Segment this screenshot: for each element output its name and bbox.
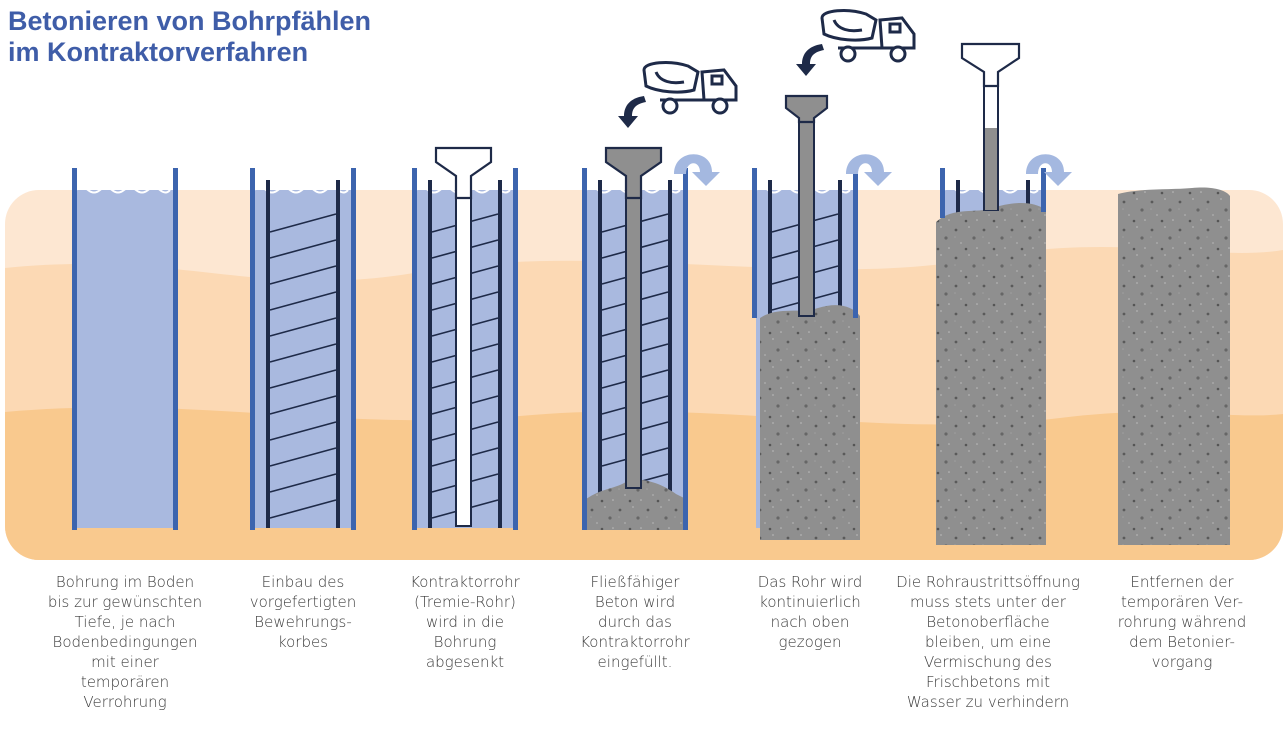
caption-line: rohrung während (1117, 613, 1247, 631)
caption-line: Beton wird (594, 593, 676, 611)
caption-line: Wasser zu verhindern (906, 693, 1070, 711)
curved-down-arrow-icon (618, 96, 646, 128)
upward-return-arrow-icon (846, 154, 892, 186)
step-caption-7: Entfernen der temporären Ver- rohrung wä… (1102, 572, 1262, 672)
caption-line: Bohrung (433, 633, 497, 651)
step-caption-6: Die Rohraustrittsöffnung muss stets unte… (888, 572, 1088, 712)
caption-line: gezogen (778, 633, 842, 651)
rebar-cage (269, 213, 337, 519)
concrete-fill (760, 305, 860, 540)
tremie-pipe-filled (604, 146, 663, 489)
finished-pile (1118, 187, 1230, 545)
tremie-pipe (960, 42, 1021, 211)
page-title: Betonieren von Bohrpfählen im Kontraktor… (8, 6, 371, 68)
caption-line: vorgefertigten (249, 593, 357, 611)
caption-line: Betonoberfläche (926, 613, 1050, 631)
caption-line: dem Betonier- (1129, 633, 1235, 651)
caption-line: Die Rohraustrittsöffnung (896, 573, 1080, 591)
bore-hole-step-1 (72, 168, 178, 530)
water-fill (76, 190, 174, 528)
caption-line: Einbau des (261, 573, 345, 591)
concrete-mixer-truck-icon (820, 9, 916, 63)
caption-line: Bewehrungs- (254, 613, 352, 631)
bore-hole-step-2 (250, 168, 356, 530)
step-caption-2: Einbau des vorgefertigten Bewehrungs- ko… (223, 572, 383, 652)
caption-line: Fließfähiger (590, 573, 680, 591)
concrete-fill (582, 479, 688, 530)
caption-line: wird in die (426, 613, 504, 631)
casing-left (72, 168, 77, 530)
step-caption-4: Fließfähiger Beton wird durch das Kontra… (555, 572, 715, 672)
concrete-mixer-truck-icon (642, 61, 738, 115)
caption-line: Kontraktorrohr (410, 573, 520, 591)
caption-line: Bodenbedingungen (52, 633, 198, 651)
bore-hole-step-4 (582, 146, 688, 530)
bore-hole-step-3 (412, 146, 518, 530)
caption-line: abgesenkt (425, 653, 505, 671)
upward-return-arrow-icon (674, 154, 720, 186)
caption-line: korbes (277, 633, 329, 651)
title-line-1: Betonieren von Bohrpfählen (8, 6, 372, 36)
caption-line: Das Rohr wird (757, 573, 863, 591)
caption-line: Vermischung des (924, 653, 1052, 671)
water-surface (75, 186, 171, 194)
bore-hole-step-7 (1118, 187, 1230, 545)
step-caption-1: Bohrung im Boden bis zur gewünschten Tie… (45, 572, 205, 712)
tremie-pipe-filled (784, 94, 829, 317)
caption-line: Bohrung im Boden (55, 573, 195, 591)
caption-line: muss stets unter der (910, 593, 1066, 611)
casing-right (173, 168, 178, 530)
caption-line: kontinuierlich (759, 593, 861, 611)
curved-down-arrow-icon (796, 44, 824, 76)
caption-line: durch das (598, 613, 672, 631)
caption-line: eingefüllt. (597, 653, 673, 671)
caption-line: Entfernen der (1130, 573, 1234, 591)
caption-line: bleiben, um eine (925, 633, 1051, 651)
caption-line: bis zur gewünschten (47, 593, 203, 611)
caption-line: Tiefe, je nach (74, 613, 176, 631)
tremie-pipe (434, 146, 493, 527)
title-line-2: im Kontraktorverfahren (8, 37, 309, 67)
bore-hole-step-6 (936, 42, 1046, 545)
caption-line: temporären Ver- (1120, 593, 1244, 611)
caption-line: Frischbetons mit (926, 673, 1050, 691)
concrete-fill (936, 203, 1046, 545)
caption-line: Kontraktorrohr (580, 633, 690, 651)
bore-hole-step-5 (752, 94, 860, 540)
caption-line: nach oben (770, 613, 850, 631)
step-caption-5: Das Rohr wird kontinuierlich nach oben g… (730, 572, 890, 652)
caption-line: mit einer temporären (80, 653, 170, 691)
process-diagram (5, 9, 1283, 560)
caption-line: (Tremie-Rohr) (414, 593, 516, 611)
upward-return-arrow-icon (1026, 154, 1072, 186)
step-caption-3: Kontraktorrohr (Tremie-Rohr) wird in die… (385, 572, 545, 672)
caption-line: vorgang (1151, 653, 1213, 671)
caption-line: Verrohrung (83, 693, 167, 711)
